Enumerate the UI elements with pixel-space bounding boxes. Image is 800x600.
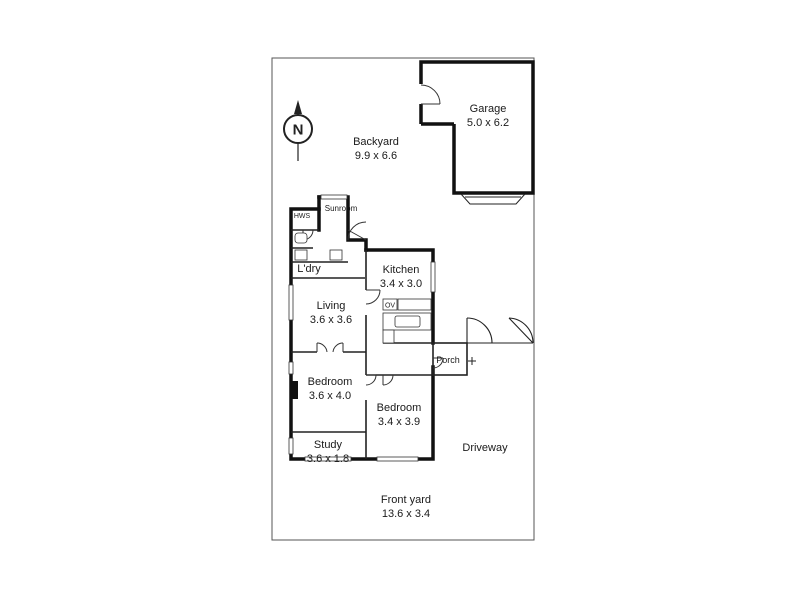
site-boundary bbox=[271, 57, 535, 541]
frontyard-label: Front yard 13.6 x 3.4 bbox=[368, 494, 444, 522]
room-name: Sunroom bbox=[324, 204, 358, 213]
room-dimensions: 3.6 x 3.6 bbox=[309, 313, 353, 326]
laundry-label: L'dry bbox=[293, 263, 325, 277]
garage-roller-door bbox=[460, 193, 526, 205]
kitchen-label: Kitchen 3.4 x 3.0 bbox=[372, 264, 430, 292]
backyard-label: Backyard 9.9 x 6.6 bbox=[336, 136, 416, 164]
room-name: Porch bbox=[436, 355, 460, 365]
porch-label: Porch bbox=[433, 355, 463, 366]
garage-walls bbox=[419, 60, 535, 195]
bedroom2-label: Bedroom 3.4 x 3.9 bbox=[368, 402, 430, 430]
room-dimensions: 3.6 x 4.0 bbox=[308, 389, 352, 402]
room-name: Bedroom bbox=[307, 376, 353, 388]
north-compass-icon: N bbox=[283, 100, 313, 161]
room-name: Front yard bbox=[380, 494, 432, 506]
bedroom1-label: Bedroom 3.6 x 4.0 bbox=[298, 376, 362, 404]
trough-icon bbox=[294, 249, 308, 261]
driveway-gates bbox=[466, 317, 534, 344]
room-dimensions: 3.4 x 3.9 bbox=[377, 415, 421, 428]
driveway-label: Driveway bbox=[455, 442, 515, 456]
living-label: Living 3.6 x 3.6 bbox=[301, 300, 361, 328]
door-swings bbox=[302, 221, 444, 386]
room-name: HWS bbox=[293, 213, 311, 220]
oven-icon bbox=[382, 298, 398, 311]
room-name: Kitchen bbox=[382, 264, 420, 276]
room-name: Living bbox=[316, 300, 346, 312]
fixtures bbox=[294, 232, 432, 344]
room-dimensions: 3.6 x 1.8 bbox=[306, 452, 350, 465]
garage-label: Garage 5.0 x 6.2 bbox=[456, 103, 520, 131]
cooktop-icon bbox=[397, 298, 432, 311]
room-name: Study bbox=[313, 439, 343, 451]
room-name: L'dry bbox=[297, 263, 321, 275]
porch-entry-icon bbox=[468, 357, 476, 365]
sink-bowl-icon bbox=[394, 315, 421, 328]
sunroom-label: Sunroom bbox=[318, 204, 364, 214]
room-dimensions: 13.6 x 3.4 bbox=[381, 507, 431, 520]
hws-label: HWS bbox=[291, 213, 313, 222]
north-letter: N bbox=[293, 122, 304, 139]
room-dimensions: 3.4 x 3.0 bbox=[379, 277, 423, 290]
toilet-icon bbox=[294, 232, 308, 244]
room-dimensions: 5.0 x 6.2 bbox=[466, 116, 510, 129]
windows bbox=[288, 194, 436, 462]
fireplace bbox=[292, 381, 298, 399]
washer-icon bbox=[329, 249, 343, 261]
dishwasher-icon bbox=[382, 329, 395, 344]
room-name: Driveway bbox=[462, 442, 508, 454]
room-name: Backyard bbox=[353, 136, 399, 148]
oven-label: OV bbox=[385, 303, 395, 310]
garage-door-swing bbox=[420, 84, 441, 105]
room-dimensions: 9.9 x 6.6 bbox=[354, 149, 398, 162]
porch-outline bbox=[432, 342, 468, 376]
room-name: Garage bbox=[469, 103, 507, 115]
room-name: Bedroom bbox=[376, 402, 422, 414]
study-label: Study 3.6 x 1.8 bbox=[298, 439, 358, 467]
